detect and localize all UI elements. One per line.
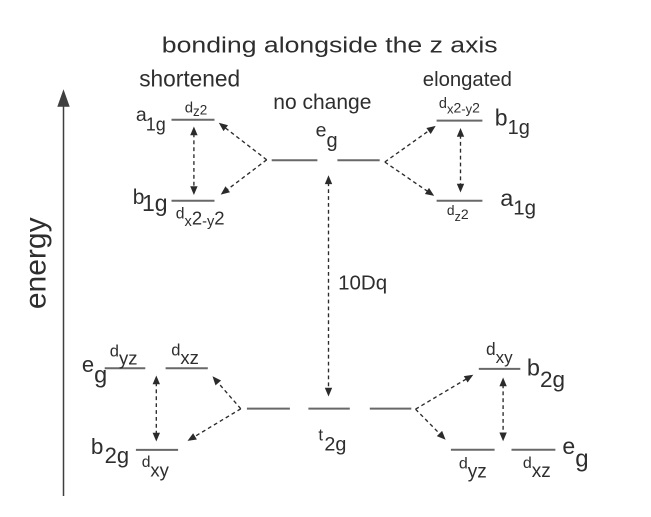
svg-text:dx2-y2: dx2-y2 xyxy=(439,96,480,116)
svg-text:shortened: shortened xyxy=(139,66,240,92)
svg-text:bonding alongside the z axis: bonding alongside the z axis xyxy=(162,33,498,58)
svg-text:energy: energy xyxy=(20,217,53,309)
svg-text:10Dq: 10Dq xyxy=(338,272,387,295)
svg-text:dz2: dz2 xyxy=(185,99,208,119)
svg-text:elongated: elongated xyxy=(423,69,512,91)
svg-text:dx2-y2: dx2-y2 xyxy=(176,206,225,230)
svg-text:b1g: b1g xyxy=(133,186,168,216)
svg-text:no change: no change xyxy=(273,91,371,114)
